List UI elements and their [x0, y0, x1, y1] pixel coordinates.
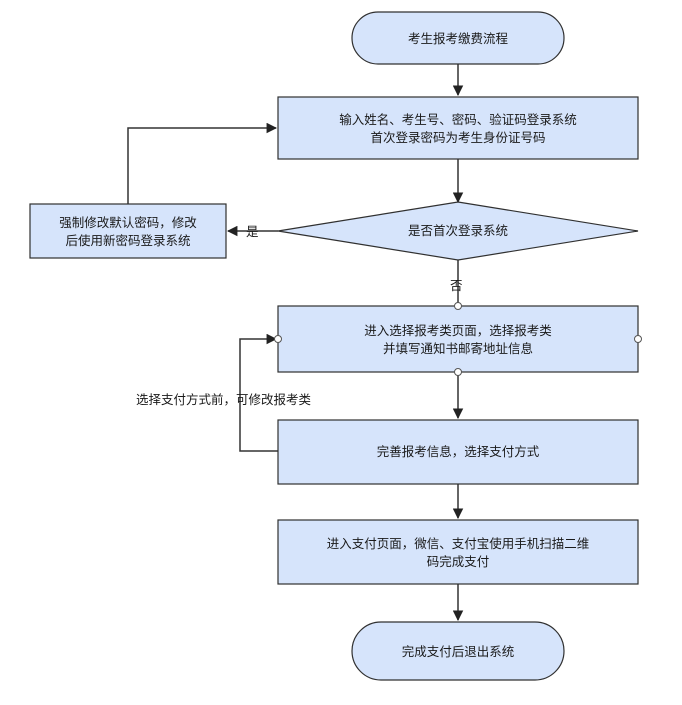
login-node: 输入姓名、考生号、密码、验证码登录系统 首次登录密码为考生身份证号码 — [277, 96, 639, 160]
start-node: 考生报考缴费流程 — [351, 11, 565, 65]
edge-loop-back-to-select-category — [239, 333, 278, 452]
label-loop: 选择支付方式前，可修改报考类 — [136, 392, 312, 407]
login-node-line-2: 首次登录密码为考生身份证号码 — [370, 130, 545, 145]
complete-info-node: 完善报考信息，选择支付方式 — [277, 419, 639, 485]
pay-node: 进入支付页面，微信、支付宝使用手机扫描二维 码完成支付 — [277, 519, 639, 585]
change-password-line-2: 后使用新密码登录系统 — [65, 233, 190, 248]
label-yes: 是 — [246, 224, 259, 239]
change-password-node: 强制修改默认密码，修改 后使用新密码登录系统 — [29, 203, 227, 259]
decision-node: 是否首次登录系统 — [277, 201, 639, 261]
label-no: 否 — [450, 278, 463, 293]
port-left — [274, 335, 282, 343]
decision-node-label: 是否首次登录系统 — [408, 223, 508, 238]
port-bottom — [454, 368, 462, 376]
select-category-line-1: 进入选择报考类页面，选择报考类 — [364, 323, 552, 338]
end-node-label: 完成支付后退出系统 — [402, 644, 515, 659]
port-top — [454, 302, 462, 310]
edge-change-password-to-login — [127, 122, 278, 204]
login-node-line-1: 输入姓名、考生号、密码、验证码登录系统 — [339, 112, 577, 127]
start-node-label: 考生报考缴费流程 — [408, 31, 509, 46]
change-password-line-1: 强制修改默认密码，修改 — [59, 215, 197, 230]
select-category-node: 进入选择报考类页面，选择报考类 并填写通知书邮寄地址信息 — [274, 302, 642, 376]
port-right — [634, 335, 642, 343]
pay-node-line-1: 进入支付页面，微信、支付宝使用手机扫描二维 — [327, 536, 590, 551]
pay-node-line-2: 码完成支付 — [427, 554, 490, 569]
select-category-line-2: 并填写通知书邮寄地址信息 — [383, 341, 533, 356]
complete-info-label: 完善报考信息，选择支付方式 — [377, 444, 540, 459]
end-node: 完成支付后退出系统 — [351, 621, 565, 681]
